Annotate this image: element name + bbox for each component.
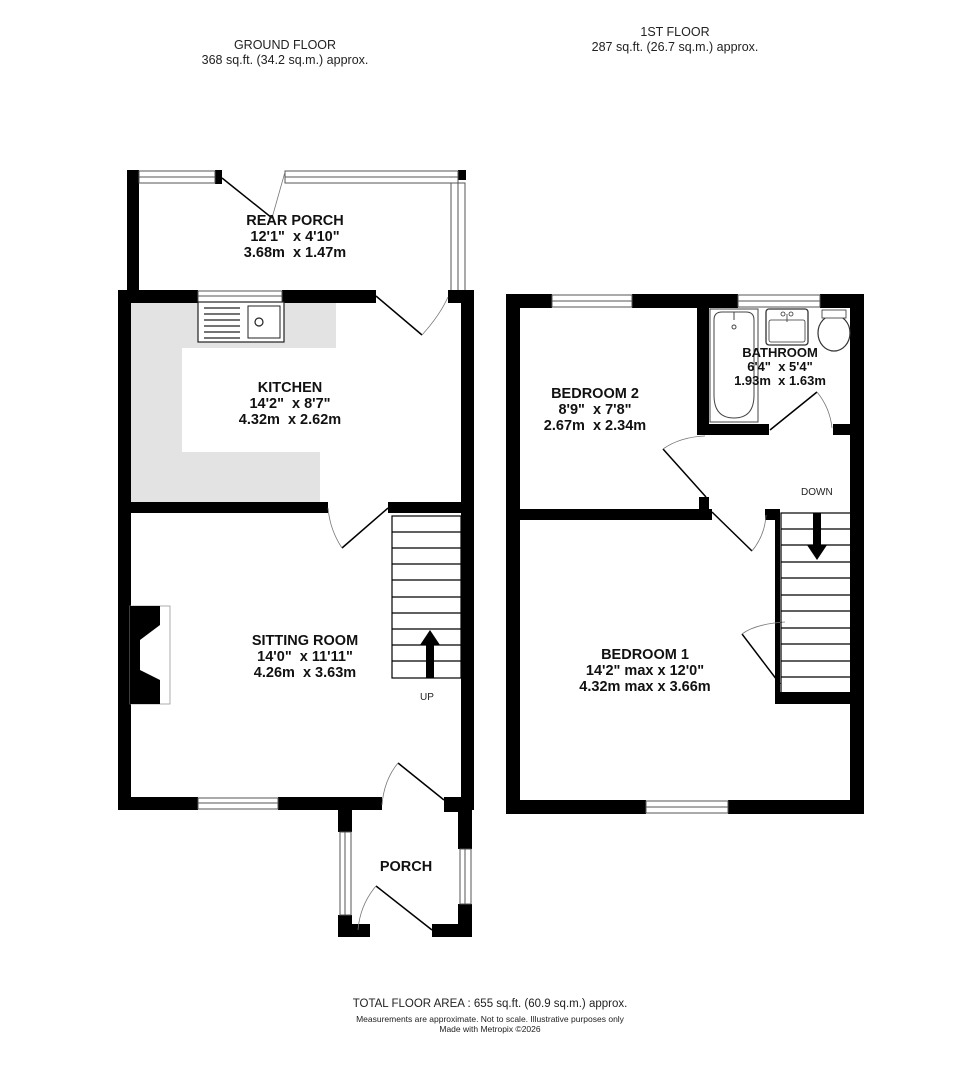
room-imperial: 8'9" x 7'8" [558,402,632,418]
room-name: KITCHEN [257,380,323,396]
disclaimer: Measurements are approximate. Not to sca… [356,1014,624,1024]
bathroom-basin [765,308,809,346]
first-floor-header: 1ST FLOOR 287 sq.ft. (26.7 sq.m.) approx… [560,25,790,55]
ground-floor-header: GROUND FLOOR 368 sq.ft. (34.2 sq.m.) app… [170,38,400,68]
bath-tub [709,308,759,423]
room-imperial: 14'0" x 11'11" [257,649,353,665]
room-label-porch: PORCH [356,859,456,875]
ground-floor-area: 368 sq.ft. (34.2 sq.m.) approx. [201,53,369,67]
stairs-up-arrow [420,630,440,678]
ground-floor-windows [197,290,472,916]
fireplace [129,605,171,705]
room-metric: 2.67m x 2.34m [543,418,647,434]
room-label-bathroom: BATHROOM 6'4" x 5'4" 1.93m x 1.63m [725,346,835,388]
room-imperial: 6'4" x 5'4" [747,359,813,374]
room-name: BEDROOM 1 [601,647,689,663]
total-floor-area: TOTAL FLOOR AREA : 655 sq.ft. (60.9 sq.m… [352,998,628,1010]
toilet [817,309,851,352]
room-name: BATHROOM [742,345,818,360]
room-metric: 1.93m x 1.63m [734,373,826,388]
stairs-down-label: DOWN [801,487,833,498]
first-floor-walls [506,294,864,814]
room-imperial: 14'2" max x 12'0" [585,663,705,679]
room-imperial: 14'2" x 8'7" [249,396,331,412]
rear-porch-walls [127,170,466,300]
room-metric: 4.26m x 3.63m [253,665,357,681]
kitchen-worktop [130,300,336,503]
ground-floor-stairs [391,515,462,679]
rear-porch-door [221,177,273,219]
ground-floor-doors [341,295,445,931]
first-floor-title: 1ST FLOOR [640,25,710,39]
first-floor-doors [662,391,818,685]
room-name: BEDROOM 2 [551,386,639,402]
room-name: PORCH [379,859,433,875]
room-name: REAR PORCH [246,213,344,229]
first-floor-area: 287 sq.ft. (26.7 sq.m.) approx. [591,40,759,54]
room-label-sitting-room: SITTING ROOM 14'0" x 11'11" 4.26m x 3.63… [210,633,400,681]
first-floor-stairs [780,512,857,694]
room-imperial: 12'1" x 4'10" [250,229,340,245]
kitchen-sink [197,301,285,343]
ground-floor-walls [118,290,474,937]
ground-floor-title: GROUND FLOOR [233,38,337,52]
room-metric: 3.68m x 1.47m [243,245,347,261]
room-label-bedroom-2: BEDROOM 2 8'9" x 7'8" 2.67m x 2.34m [510,386,680,434]
room-label-bedroom-1: BEDROOM 1 14'2" max x 12'0" 4.32m max x … [545,647,745,695]
room-metric: 4.32m max x 3.66m [579,679,711,695]
stairs-up-label: UP [420,692,434,703]
first-floor-windows [551,294,821,814]
room-metric: 4.32m x 2.62m [238,412,342,428]
room-label-kitchen: KITCHEN 14'2" x 8'7" 4.32m x 2.62m [195,380,385,428]
room-name: SITTING ROOM [251,633,359,649]
stairs-down-arrow [807,513,827,560]
room-label-rear-porch: REAR PORCH 12'1" x 4'10" 3.68m x 1.47m [200,213,390,261]
credit: Made with Metropix ©2026 [439,1024,541,1034]
